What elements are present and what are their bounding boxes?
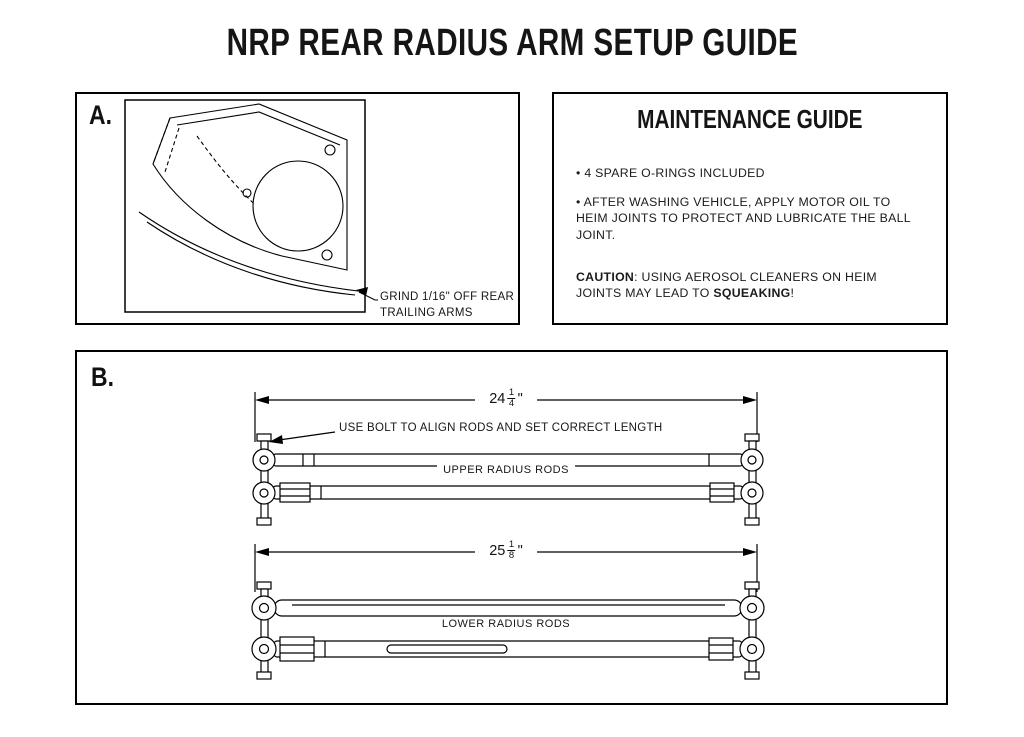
lower-dimension-label: 25 1 8 " — [486, 539, 526, 562]
bolt-hole — [321, 249, 333, 261]
arm-bottom-edge — [138, 211, 359, 292]
upper-dimension-label: 24 1 4 " — [486, 387, 526, 410]
fold-line — [164, 127, 180, 173]
lower-rods-label: LOWER RADIUS RODS — [435, 618, 577, 630]
bolt-align-callout: USE BOLT TO ALIGN RODS AND SET CORRECT L… — [339, 422, 663, 434]
trailing-arm-diagram — [124, 99, 378, 313]
arm-bottom-edge-inner — [146, 221, 356, 296]
fold-line — [152, 117, 171, 165]
bracket-flange-line — [176, 111, 341, 146]
upper-rods-assembly — [252, 433, 764, 526]
panel-b: B. — [75, 350, 948, 705]
panel-a-label: A. — [89, 100, 112, 130]
upper-dim-fraction: 1 4 — [507, 387, 516, 410]
upper-right-bolt — [744, 433, 760, 526]
lower-right-bolt — [744, 581, 760, 680]
maintenance-title-row: MAINTENANCE GUIDE — [554, 104, 946, 135]
bullet-spare-orings: • 4 SPARE O-RINGS INCLUDED — [576, 166, 765, 180]
caution-label: CAUTION — [576, 269, 635, 284]
bolt-hole — [242, 188, 252, 198]
page-title-row: NRP REAR RADIUS ARM SETUP GUIDE — [0, 22, 1024, 65]
lower-rods-assembly — [251, 581, 765, 680]
lower-left-bolt — [256, 581, 272, 680]
maintenance-body: • 4 SPARE O-RINGS INCLUDED • AFTER WASHI… — [554, 165, 946, 301]
upper-rod-2 — [272, 482, 744, 503]
panel-a: A. G — [75, 92, 520, 325]
grind-callout-line1: GRIND 1/16" OFF REAR — [380, 291, 515, 303]
hidden-edge-line — [196, 135, 264, 213]
bullet-motor-oil: • AFTER WASHING VEHICLE, APPLY MOTOR OIL… — [576, 195, 911, 242]
upper-dimension-arrows — [255, 396, 757, 404]
lower-dimension-arrows — [255, 548, 757, 556]
caution-emphasis: SQUEAKING — [713, 286, 791, 301]
upper-dim-unit: " — [517, 390, 523, 407]
grind-leader-arrow — [356, 287, 378, 301]
bolt-hole — [324, 144, 336, 156]
lower-rod-2 — [273, 636, 743, 662]
upper-left-bolt — [256, 433, 272, 526]
upper-dim-whole: 24 — [489, 390, 506, 407]
upper-dimension-line — [254, 392, 758, 442]
lower-rod-1 — [273, 599, 743, 617]
lower-dim-unit: " — [517, 542, 523, 559]
panel-b-label: B. — [91, 362, 114, 392]
grind-callout-line2: TRAILING ARMS — [380, 306, 473, 319]
lower-dim-whole: 25 — [489, 542, 506, 559]
upper-heim-joints — [252, 448, 764, 505]
bracket-outline — [152, 103, 348, 271]
trailing-arm-bracket — [138, 103, 359, 296]
upper-rods-label: UPPER RADIUS RODS — [437, 464, 575, 476]
radius-rods-diagram — [251, 392, 765, 680]
axle-opening — [252, 160, 344, 252]
maintenance-panel: MAINTENANCE GUIDE • 4 SPARE O-RINGS INCL… — [552, 92, 948, 325]
grind-callout: GRIND 1/16" OFF REAR TRAILING ARMS — [380, 290, 514, 321]
caution-suffix: ! — [790, 286, 795, 301]
lower-dim-fraction: 1 8 — [507, 539, 516, 562]
page-title: NRP REAR RADIUS ARM SETUP GUIDE — [226, 22, 798, 64]
caution-note: CAUTION: USING AEROSOL CLEANERS ON HEIM … — [576, 269, 924, 301]
maintenance-title: MAINTENANCE GUIDE — [637, 104, 863, 134]
bolt-callout-leader — [269, 431, 336, 444]
caution-text: : USING AEROSOL CLEANERS ON HEIM JOINTS … — [576, 269, 877, 301]
lower-heim-joints — [251, 595, 765, 662]
